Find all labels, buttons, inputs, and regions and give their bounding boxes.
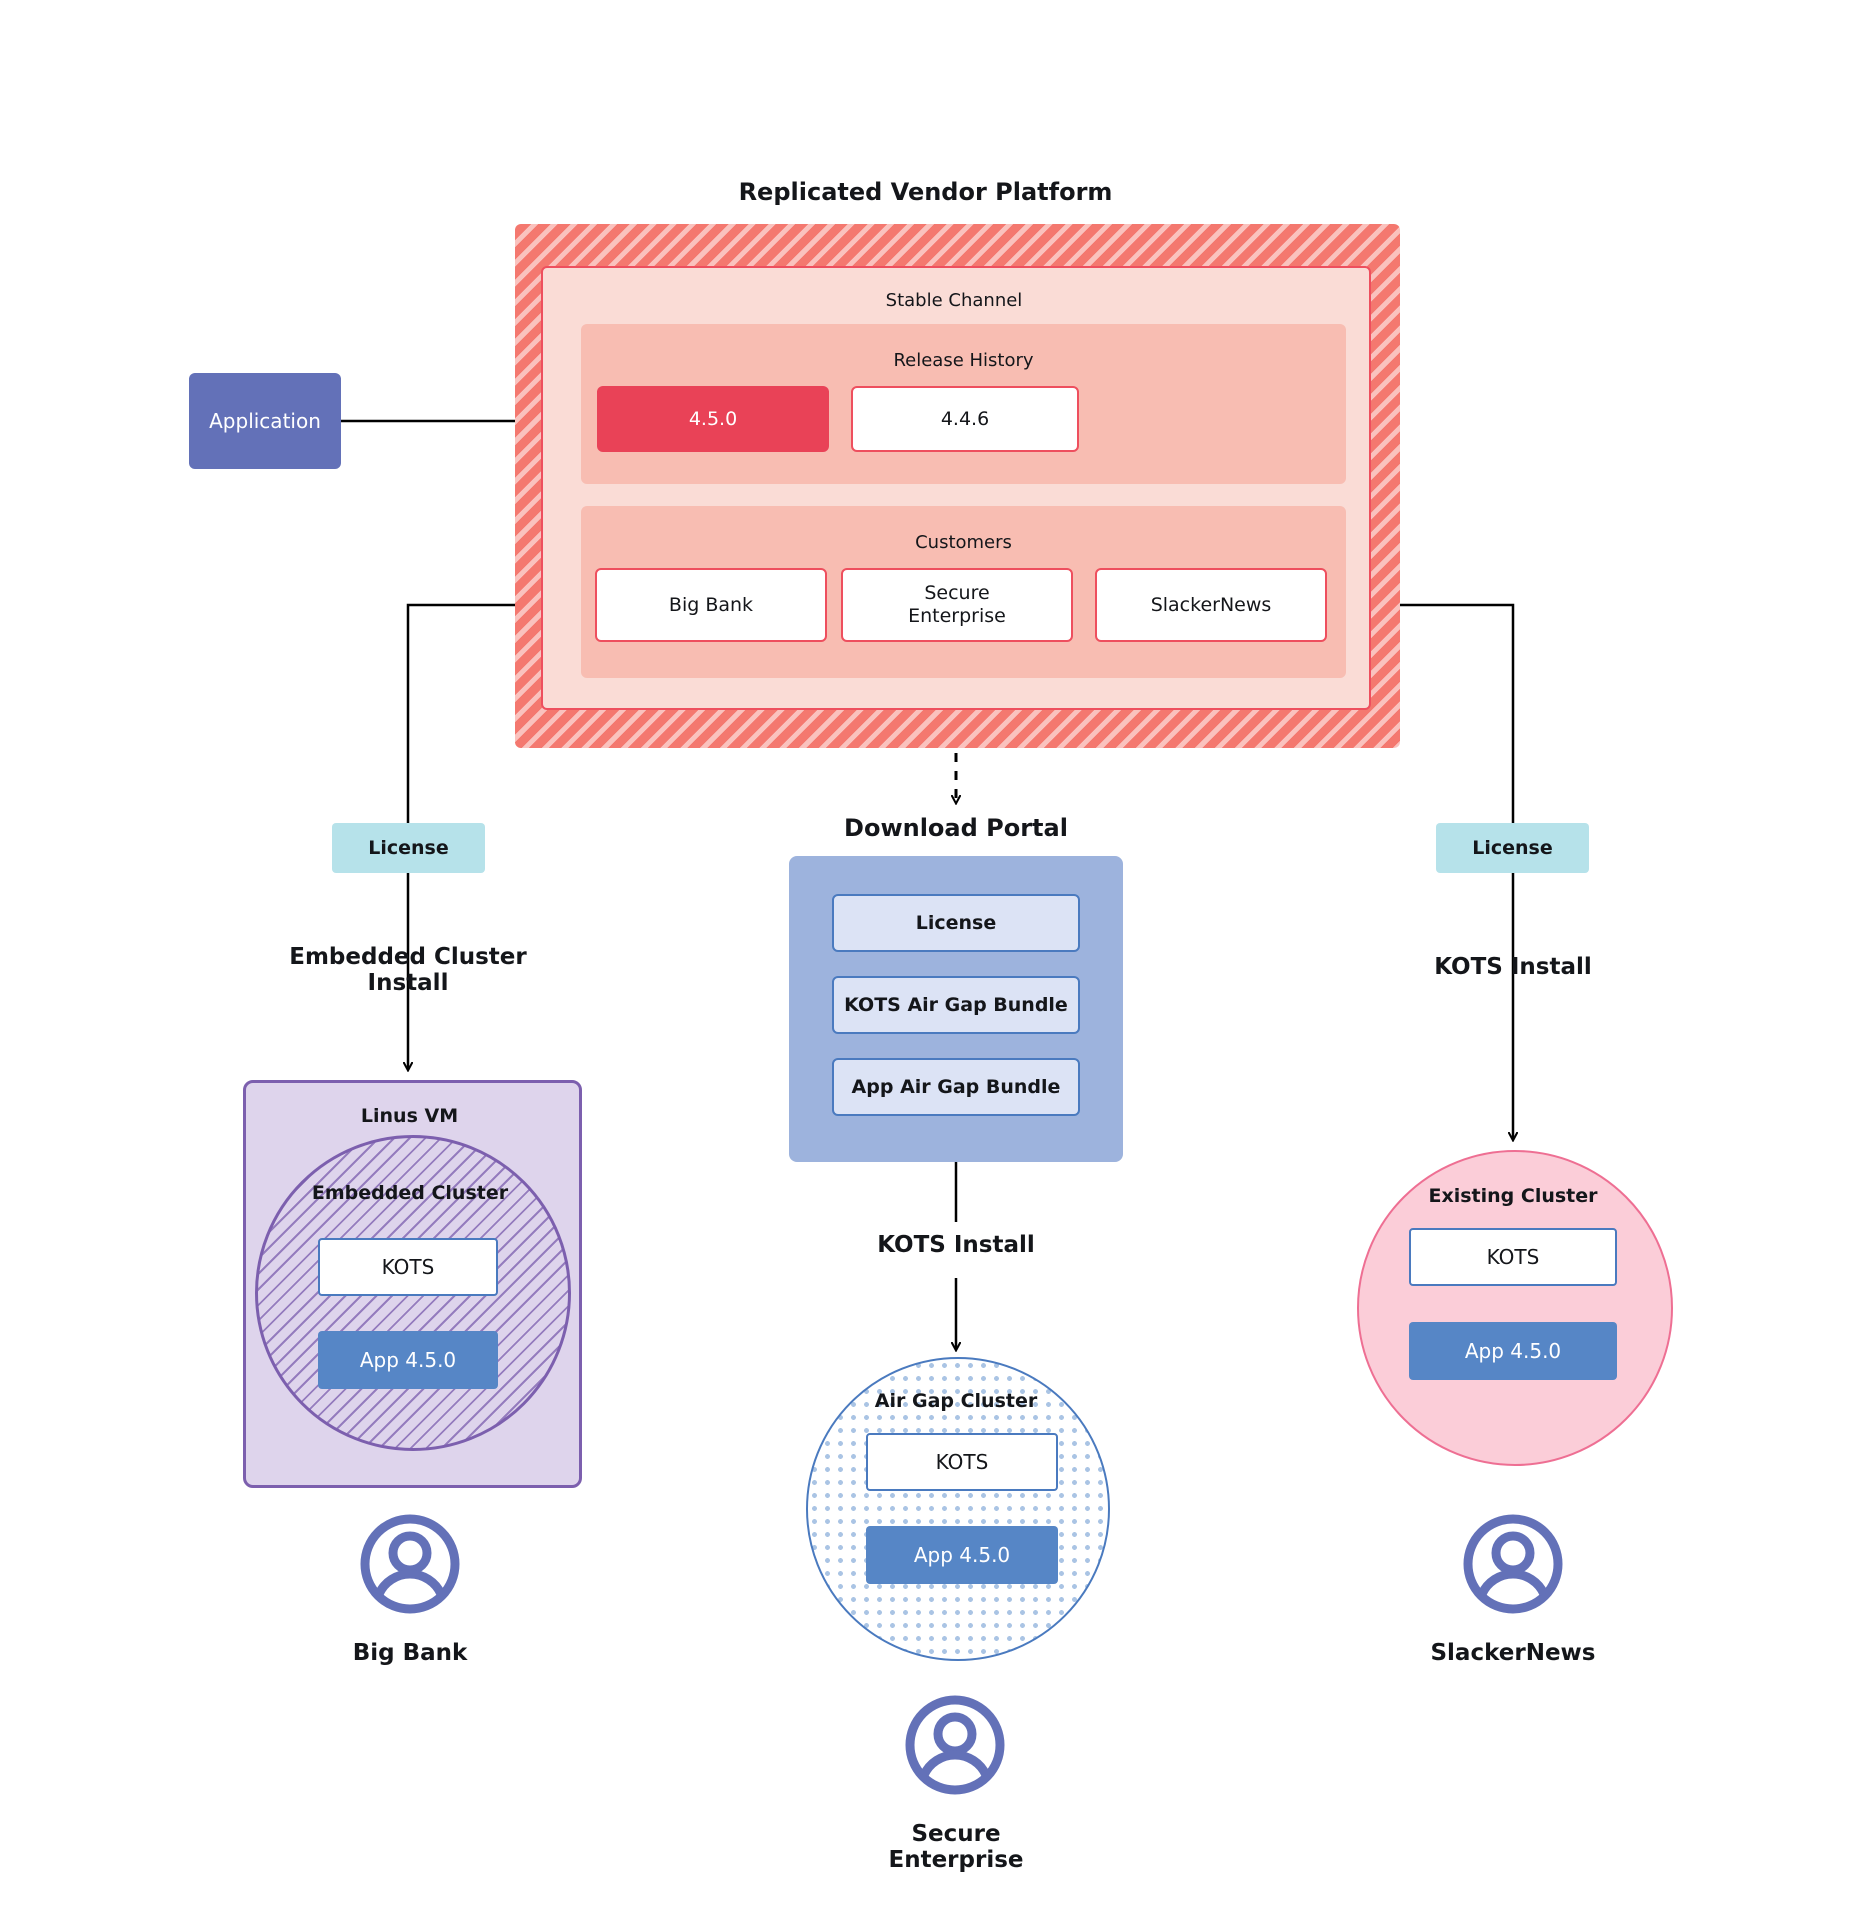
app-node-right[interactable]: App 4.5.0 bbox=[1409, 1322, 1617, 1380]
avatar-big-bank bbox=[358, 1512, 462, 1616]
app-node-center[interactable]: App 4.5.0 bbox=[866, 1526, 1058, 1584]
portal-item-kots-airgap-bundle[interactable]: KOTS Air Gap Bundle bbox=[832, 976, 1080, 1034]
application-node[interactable]: Application bbox=[189, 373, 341, 469]
actor-label-big-bank: Big Bank bbox=[352, 1640, 468, 1666]
embedded-cluster-circle bbox=[255, 1135, 571, 1451]
release-item-current[interactable]: 4.5.0 bbox=[597, 386, 829, 452]
kots-node-left[interactable]: KOTS bbox=[318, 1238, 498, 1296]
actor-label-secure-enterprise: Secure Enterprise bbox=[888, 1821, 1024, 1874]
license-node-left[interactable]: License bbox=[332, 823, 485, 873]
existing-cluster-label: Existing Cluster bbox=[1428, 1185, 1598, 1207]
airgap-cluster-label: Air Gap Cluster bbox=[874, 1390, 1038, 1412]
customer-item-big-bank[interactable]: Big Bank bbox=[595, 568, 827, 642]
app-node-left[interactable]: App 4.5.0 bbox=[318, 1331, 498, 1389]
customer-item-secure-enterprise[interactable]: Secure Enterprise bbox=[841, 568, 1073, 642]
avatar-slackernews bbox=[1461, 1512, 1565, 1616]
release-history-label: Release History bbox=[893, 350, 1034, 371]
release-item-previous[interactable]: 4.4.6 bbox=[851, 386, 1079, 452]
customer-item-slackernews[interactable]: SlackerNews bbox=[1095, 568, 1327, 642]
linus-vm-label: Linus VM bbox=[360, 1105, 459, 1127]
license-node-right[interactable]: License bbox=[1436, 823, 1589, 873]
edge-label-kots-install-right: KOTS Install bbox=[1434, 954, 1592, 980]
edge-label-embedded-cluster-install: Embedded Cluster Install bbox=[289, 944, 527, 997]
actor-label-slackernews: SlackerNews bbox=[1430, 1640, 1596, 1666]
kots-node-right[interactable]: KOTS bbox=[1409, 1228, 1617, 1286]
existing-cluster-circle bbox=[1357, 1150, 1673, 1466]
portal-item-app-airgap-bundle[interactable]: App Air Gap Bundle bbox=[832, 1058, 1080, 1116]
embedded-cluster-label: Embedded Cluster bbox=[311, 1182, 509, 1204]
edge-label-kots-install-center: KOTS Install bbox=[877, 1232, 1035, 1258]
portal-item-license[interactable]: License bbox=[832, 894, 1080, 952]
kots-node-center[interactable]: KOTS bbox=[866, 1433, 1058, 1491]
download-portal-title: Download Portal bbox=[844, 814, 1068, 842]
airgap-cluster-circle bbox=[806, 1357, 1110, 1661]
customers-label: Customers bbox=[915, 532, 1012, 553]
diagram-title: Replicated Vendor Platform bbox=[738, 178, 1113, 206]
stable-channel-label: Stable Channel bbox=[885, 290, 1023, 311]
avatar-secure-enterprise bbox=[903, 1693, 1007, 1797]
